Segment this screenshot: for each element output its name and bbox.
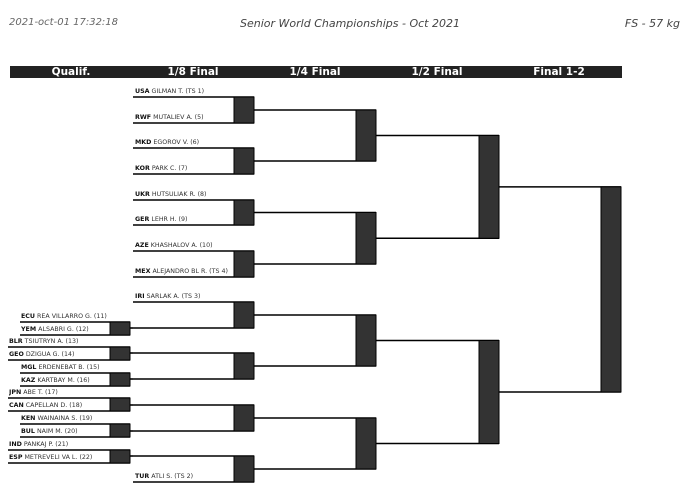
semi-match-box bbox=[478, 135, 500, 239]
country-code: ECU bbox=[21, 313, 36, 320]
qualif-match-box bbox=[109, 449, 131, 464]
eighth-entry: USA GILMAN T. (TS 1) bbox=[135, 88, 204, 96]
eighth-match-box bbox=[233, 250, 255, 278]
qualif-match-box bbox=[109, 321, 131, 336]
wrestler-name: GILMAN T. (TS 1) bbox=[149, 88, 205, 95]
quarter-match-box bbox=[355, 212, 377, 265]
quarter-match-box bbox=[355, 314, 377, 367]
country-code: BUL bbox=[21, 428, 35, 435]
weight-category: FS - 57 kg bbox=[624, 17, 680, 30]
qualif-entry: JPN ABE T. (17) bbox=[9, 389, 58, 397]
round-qualif: Qualif. bbox=[51, 66, 91, 78]
eighth-match-box bbox=[233, 404, 255, 432]
final-match-box bbox=[600, 186, 622, 393]
wrestler-name: ATLI S. (TS 2) bbox=[149, 473, 194, 480]
country-code: YEM bbox=[21, 326, 37, 333]
round-final: Final 1-2 bbox=[533, 66, 585, 78]
country-code: ESP bbox=[9, 454, 23, 461]
country-code: KEN bbox=[21, 415, 36, 422]
wrestler-name: MUTALIEV A. (5) bbox=[151, 114, 204, 121]
quarter-match-box bbox=[355, 109, 377, 162]
rounds-header: Qualif. 1/8 Final 1/4 Final 1/2 Final Fi… bbox=[10, 66, 622, 78]
page-title: Senior World Championships - Oct 2021 bbox=[240, 17, 460, 30]
qualif-entry: BLR TSIUTRYN A. (13) bbox=[9, 338, 79, 346]
eighth-entry: GER LEHR H. (9) bbox=[135, 216, 187, 224]
wrestler-name: PANKAJ P. (21) bbox=[21, 441, 69, 448]
wrestler-name: ALEJANDRO BL R. (TS 4) bbox=[150, 268, 228, 275]
country-code: KOR bbox=[135, 165, 150, 172]
eighth-entry: MEX ALEJANDRO BL R. (TS 4) bbox=[135, 268, 228, 276]
wrestler-name: KARTBAY M. (16) bbox=[35, 377, 90, 384]
country-code: BLR bbox=[9, 338, 23, 345]
eighth-entry: AZE KHASHALOV A. (10) bbox=[135, 242, 213, 250]
country-code: IRI bbox=[135, 293, 145, 300]
quarter-match-box bbox=[355, 417, 377, 470]
country-code: KAZ bbox=[21, 377, 36, 384]
wrestler-name: ERDENEBAT B. (15) bbox=[36, 364, 100, 371]
country-code: AZE bbox=[135, 242, 149, 249]
qualif-entry: KAZ KARTBAY M. (16) bbox=[21, 377, 90, 385]
wrestler-name: METREVELI VA L. (22) bbox=[22, 454, 93, 461]
country-code: MEX bbox=[135, 268, 151, 275]
round-quarter: 1/4 Final bbox=[289, 66, 341, 78]
wrestler-name: ALSABRI G. (12) bbox=[36, 326, 89, 333]
country-code: MGL bbox=[21, 364, 37, 371]
wrestler-name: TSIUTRYN A. (13) bbox=[22, 338, 79, 345]
wrestler-name: SARLAK A. (TS 3) bbox=[144, 293, 201, 300]
round-eighth: 1/8 Final bbox=[167, 66, 219, 78]
wrestler-name: NAIM M. (20) bbox=[34, 428, 78, 435]
eighth-entry: TUR ATLI S. (TS 2) bbox=[135, 473, 193, 481]
wrestler-name: REA VILLARRO G. (11) bbox=[35, 313, 107, 320]
semi-match-box bbox=[478, 340, 500, 444]
country-code: JPN bbox=[9, 389, 22, 396]
qualif-entry: MGL ERDENEBAT B. (15) bbox=[21, 364, 100, 372]
wrestler-name: ABE T. (17) bbox=[21, 389, 58, 396]
qualif-match-box bbox=[109, 346, 131, 361]
eighth-match-box bbox=[233, 147, 255, 175]
qualif-match-box bbox=[109, 423, 131, 438]
eighth-match-box bbox=[233, 352, 255, 380]
eighth-entry: MKD EGOROV V. (6) bbox=[135, 139, 199, 147]
country-code: TUR bbox=[135, 473, 150, 480]
wrestler-name: HUTSULIAK R. (8) bbox=[149, 191, 207, 198]
wrestler-name: WAINAINA S. (19) bbox=[35, 415, 93, 422]
wrestler-name: EGOROV V. (6) bbox=[151, 139, 200, 146]
country-code: GEO bbox=[9, 351, 24, 358]
country-code: GER bbox=[135, 216, 150, 223]
eighth-entry: KOR PARK C. (7) bbox=[135, 165, 187, 173]
qualif-entry: ESP METREVELI VA L. (22) bbox=[9, 454, 92, 462]
eighth-match-box bbox=[233, 199, 255, 226]
eighth-match-box bbox=[233, 301, 255, 329]
country-code: RWF bbox=[135, 114, 152, 121]
wrestler-name: PARK C. (7) bbox=[149, 165, 188, 172]
wrestler-name: KHASHALOV A. (10) bbox=[148, 242, 213, 249]
qualif-entry: KEN WAINAINA S. (19) bbox=[21, 415, 92, 423]
qualif-match-box bbox=[109, 397, 131, 412]
qualif-entry: ECU REA VILLARRO G. (11) bbox=[21, 313, 107, 321]
timestamp: 2021-oct-01 17:32:18 bbox=[9, 17, 119, 28]
qualif-entry: GEO DZIGUA G. (14) bbox=[9, 351, 74, 359]
eighth-entry: UKR HUTSULIAK R. (8) bbox=[135, 191, 207, 199]
qualif-entry: BUL NAIM M. (20) bbox=[21, 428, 78, 436]
eighth-match-box bbox=[233, 96, 255, 124]
country-code: MKD bbox=[135, 139, 152, 146]
qualif-entry: CAN CAPELLAN D. (18) bbox=[9, 402, 82, 410]
eighth-match-box bbox=[233, 455, 255, 483]
wrestler-name: DZIGUA G. (14) bbox=[23, 351, 75, 358]
qualif-entry: IND PANKAJ P. (21) bbox=[9, 441, 68, 449]
country-code: UKR bbox=[135, 191, 150, 198]
eighth-entry: RWF MUTALIEV A. (5) bbox=[135, 114, 204, 122]
country-code: USA bbox=[135, 88, 150, 95]
wrestler-name: LEHR H. (9) bbox=[149, 216, 188, 223]
eighth-entry: IRI SARLAK A. (TS 3) bbox=[135, 293, 200, 301]
country-code: IND bbox=[9, 441, 22, 448]
qualif-match-box bbox=[109, 372, 131, 387]
qualif-entry: YEM ALSABRI G. (12) bbox=[21, 326, 89, 334]
country-code: CAN bbox=[9, 402, 24, 409]
wrestler-name: CAPELLAN D. (18) bbox=[23, 402, 83, 409]
round-semi: 1/2 Final bbox=[411, 66, 463, 78]
